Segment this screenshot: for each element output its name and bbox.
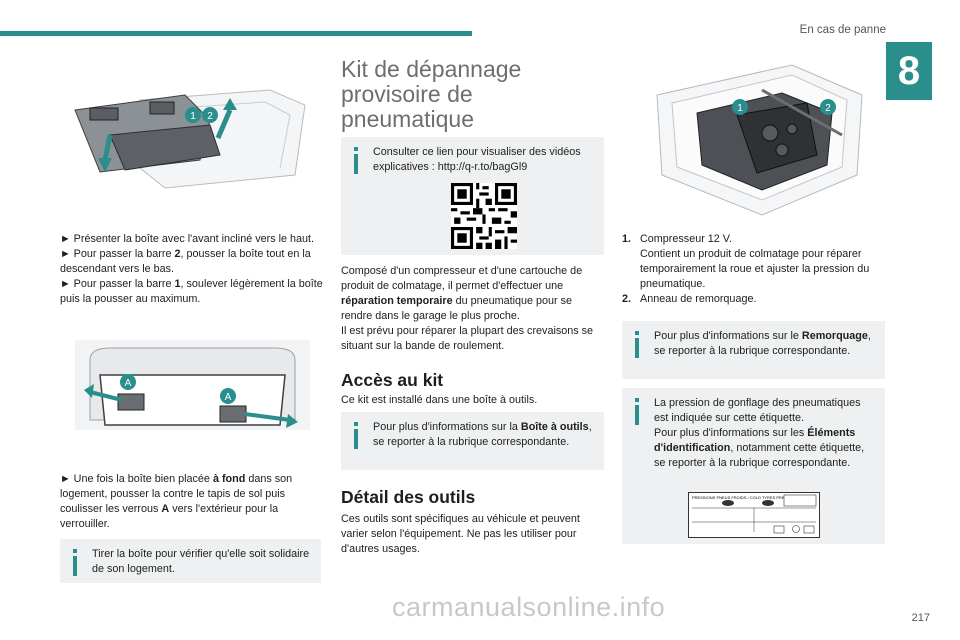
tool-list: 1. Compresseur 12 V. Contient un produit… [622,232,890,307]
towing-tip-box: Pour plus d'informations sur le Remorqua… [622,321,885,379]
badge-2-icon [820,99,836,115]
heading-tool-details: Détail des outils [341,487,476,507]
info-tip-box: Tirer la boîte pour vérifier qu'elle soi… [60,539,321,583]
svg-text:2: 2 [207,111,213,122]
svg-text:A: A [125,378,132,389]
header-accent-bar [0,31,472,36]
kit-description: Composé d'un compresseur et d'une cartou… [341,265,594,352]
info-icon [630,331,644,361]
lock-sliding-illustration: A A [75,340,310,430]
info-icon [630,398,644,428]
toolbox-tip-box: Pour plus d'informations sur la Boîte à … [341,412,604,470]
repair-kit-toolbox-illustration: 1 2 [656,64,863,216]
svg-text:2: 2 [825,103,831,114]
info-icon [349,422,363,452]
step-instructions-2: ► Une fois la boîte bien placée à fond d… [60,473,293,530]
toolbox-insertion-illustration: 1 2 [74,89,306,189]
qr-tip-box: Consulter ce lien pour visualiser des vi… [341,137,604,255]
tyre-pressure-label-image: PRESSIONS PNEUS FROIDS / COLD TYRES PRES… [688,492,820,538]
svg-text:1: 1 [737,103,743,114]
chapter-number-badge: 8 [886,42,932,100]
section-title: En cas de panne [799,24,886,36]
tool-list-item: 1. Compresseur 12 V. Contient un produit… [622,233,870,290]
badge-a-icon [120,374,136,390]
info-icon [349,147,363,177]
qr-code-icon [450,183,517,249]
badge-1-icon [732,99,748,115]
info-icon [68,549,82,579]
watermark: carmanualsonline.info [392,592,666,622]
badge-1-icon [185,107,201,123]
page-number: 217 [911,612,930,624]
kit-title: Kit de dépannage provisoire de pneumatiq… [341,56,522,132]
badge-a-icon [220,388,236,404]
tool-details-text: Ces outils sont spécifiques au véhicule … [341,513,580,555]
svg-text:1: 1 [190,111,196,122]
svg-text:PRESSIONS PNEUS FROIDS / COLD: PRESSIONS PNEUS FROIDS / COLD TYRES PRES… [692,495,801,500]
tyre-pressure-tip-box: La pression de gonflage des pneumatiques… [622,388,885,544]
badge-2-icon [202,107,218,123]
access-text: Ce kit est installé dans une boîte à out… [341,394,538,406]
heading-access-kit: Accès au kit [341,370,444,390]
tool-list-item: 2. Anneau de remorquage. [622,293,757,305]
step-instructions-1: ► Présenter la boîte avec l'avant inclin… [60,233,323,305]
svg-text:A: A [225,392,232,403]
